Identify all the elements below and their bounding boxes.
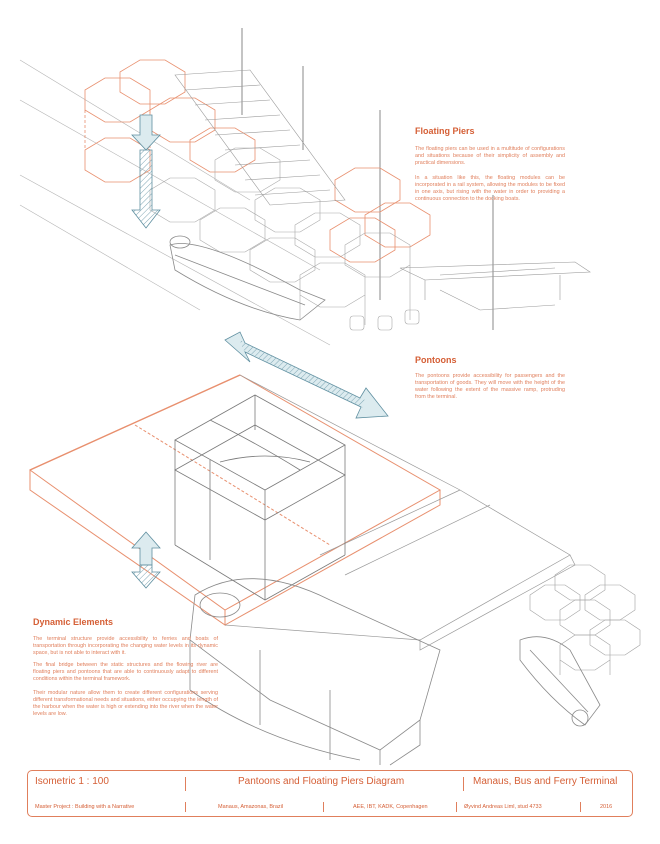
floating-pier-grid xyxy=(149,147,420,331)
school: AEE, IBT, KADK, Copenhagen xyxy=(353,804,428,810)
vertical-arrow-lower xyxy=(131,531,161,589)
section-title-pontoons: Pontoons xyxy=(415,355,457,365)
divider xyxy=(185,802,186,812)
project-title: Manaus, Bus and Ferry Terminal xyxy=(473,776,618,787)
title-block: Isometric 1 : 100 Pantoons and Floating … xyxy=(27,770,633,817)
mast-poles xyxy=(241,28,494,330)
master-project: Master Project : Building with a Narrati… xyxy=(35,804,135,810)
upper-boat xyxy=(169,235,326,321)
lower-deck xyxy=(224,374,576,651)
divider xyxy=(456,802,457,812)
section-paragraph: The final bridge between the static stru… xyxy=(33,662,218,682)
section-paragraph: The terminal structure provide accessibi… xyxy=(33,636,218,656)
vertical-arrow-upper xyxy=(131,114,161,229)
small-boat xyxy=(519,636,601,727)
section-title-floating-piers: Floating Piers xyxy=(415,126,475,136)
section-paragraph: Their modular nature allow them to creat… xyxy=(33,690,218,717)
side-walkway xyxy=(399,261,591,311)
drawing-scale: Isometric 1 : 100 xyxy=(35,776,109,787)
section-paragraph: In a situation like this, the floating m… xyxy=(415,175,565,202)
ramp-structure xyxy=(174,69,346,206)
section-paragraph: The pontoons provide accessibility for p… xyxy=(415,373,565,400)
pontoon-modules-right xyxy=(529,564,641,675)
location: Manaus, Amazonas, Brazil xyxy=(218,804,284,810)
divider xyxy=(463,777,464,791)
section-title-dynamic-elements: Dynamic Elements xyxy=(33,617,114,627)
drawing-title: Pantoons and Floating Piers Diagram xyxy=(238,776,405,787)
author: Øyvind Andreas Liml, stud 4733 xyxy=(464,804,542,810)
terminal-frame xyxy=(174,394,346,601)
year: 2016 xyxy=(600,804,613,810)
pontoon-deck xyxy=(29,374,442,626)
divider xyxy=(185,777,186,791)
section-paragraph: The floating piers can be used in a mult… xyxy=(415,146,565,166)
diagonal-arrow xyxy=(224,331,389,419)
riverbank-lines xyxy=(19,59,331,346)
divider xyxy=(580,802,581,812)
divider xyxy=(323,802,324,812)
floating-pier-modules-upper xyxy=(84,59,431,263)
lower-boat xyxy=(189,578,441,766)
